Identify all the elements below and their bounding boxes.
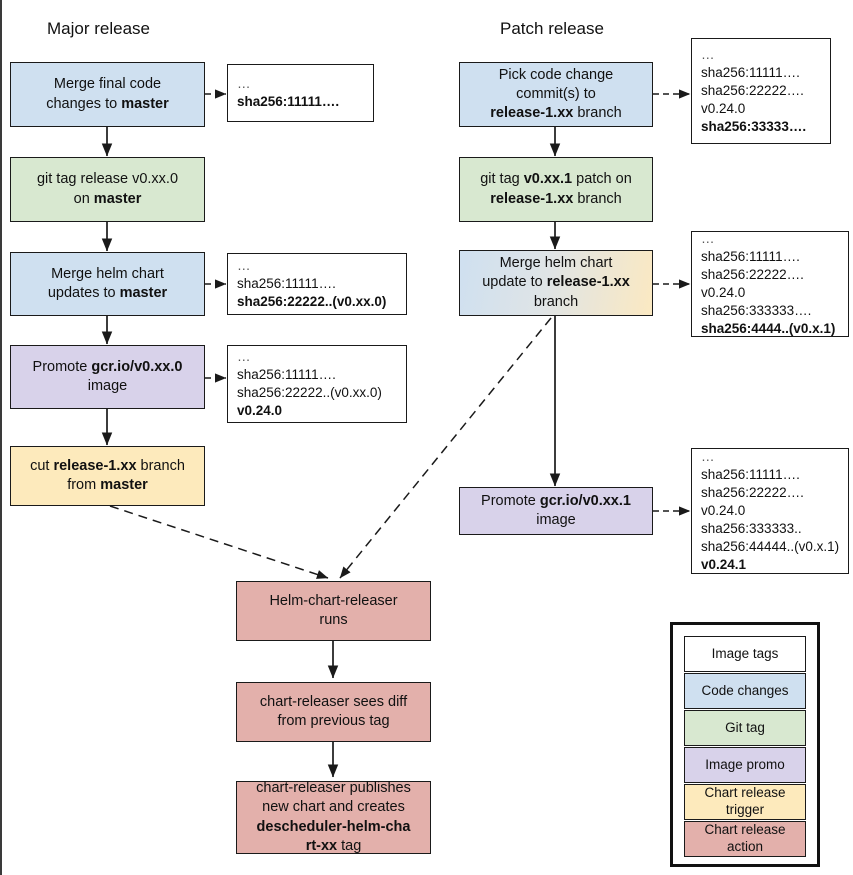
tag-line: v0.24.0	[237, 402, 283, 418]
tag-line: sha256:22222….	[701, 83, 804, 99]
legend-item-code-changes: Code changes	[684, 673, 806, 709]
tag-line: sha256:11111….	[237, 94, 340, 109]
legend-item-image-tags: Image tags	[684, 636, 806, 672]
tag-line: sha256:22222..(v0.xx.0)	[237, 293, 387, 309]
tag-box-tags-after-pick-commits: … sha256:11111…. sha256:22222….v0.24.0 sha2…	[691, 38, 831, 144]
tag-box-tags-after-promote-major: … sha256:11111…. sha256:22222..(v0.xx.0) v0…	[227, 345, 407, 423]
tag-line: sha256:333333….	[701, 302, 812, 318]
tag-line: sha256:44444..(v0.x.1)	[701, 538, 840, 554]
column-title-major: Major release	[47, 19, 150, 38]
tag-line: sha256:22222….	[701, 485, 804, 501]
legend-item-image-promo: Image promo	[684, 747, 806, 783]
legend-item-chart-release-trigger: Chart release trigger	[684, 784, 806, 820]
tag-line: …	[701, 47, 716, 63]
tag-line: sha256:22222….	[701, 267, 804, 283]
tag-box-tags-after-merge-helm-release: … sha256:11111…. sha256:22222…. v0.24.0 sha2…	[691, 231, 849, 337]
tag-line: v0.24.0	[701, 100, 746, 116]
tag-line: sha256:11111….	[701, 65, 800, 81]
tag-line: sha256:11111….	[701, 467, 800, 483]
legend-item-chart-release-action: Chart release action	[684, 821, 806, 857]
tag-line: v0.24.0	[701, 285, 746, 300]
legend-item-git-tag: Git tag	[684, 710, 806, 746]
tag-line: …	[237, 76, 252, 92]
tag-line: …	[237, 349, 252, 365]
tag-line: …	[237, 258, 252, 274]
tag-line: v0.24.0	[701, 503, 746, 519]
tag-line: sha256:11111….	[237, 367, 336, 383]
tag-line: sha256:33333….	[701, 118, 807, 134]
tag-line: sha256:22222..(v0.xx.0)	[237, 385, 382, 400]
tag-line: sha256:11111….	[701, 249, 800, 265]
tag-box-tags-after-helm-chart-updates: … sha256:11111….sha256:22222..(v0.xx.0)	[227, 253, 407, 315]
tag-line: sha256:4444..(v0.x.1)	[701, 320, 836, 336]
column-title-patch: Patch release	[500, 19, 604, 38]
tag-line: sha256:333333..	[701, 520, 802, 536]
tag-box-tags-after-merge-final-code: … sha256:11111….	[227, 64, 374, 122]
tag-line: …	[701, 449, 716, 465]
tag-line: sha256:11111….	[237, 276, 336, 292]
tag-line: v0.24.1	[701, 556, 747, 572]
tag-line: …	[701, 231, 716, 247]
